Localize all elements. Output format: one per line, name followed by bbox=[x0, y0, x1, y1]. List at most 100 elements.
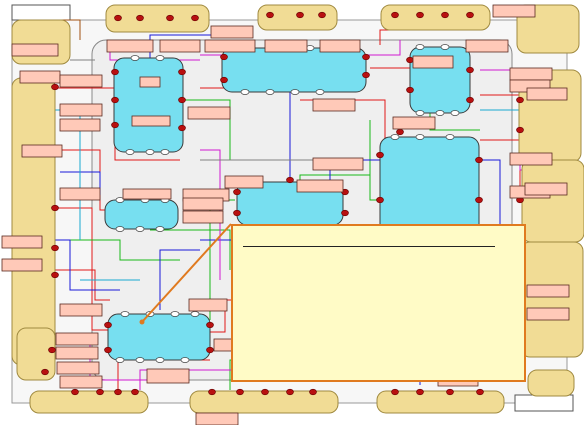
label-box-23 bbox=[296, 179, 344, 193]
label-box-1 bbox=[11, 43, 59, 57]
connector-55 bbox=[233, 188, 241, 196]
connector-46 bbox=[362, 71, 370, 79]
label-box-26 bbox=[392, 116, 436, 130]
connector-20 bbox=[96, 388, 104, 396]
pad-group-1 bbox=[105, 4, 210, 33]
connector-32 bbox=[516, 96, 524, 104]
connector-58 bbox=[341, 209, 349, 217]
label-box-40 bbox=[55, 332, 99, 346]
connector-29 bbox=[416, 388, 424, 396]
terminal-20 bbox=[415, 134, 425, 140]
label-box-47 bbox=[195, 412, 239, 425]
block-2 bbox=[221, 47, 367, 93]
label-box-6 bbox=[319, 39, 361, 53]
pad-group-5 bbox=[11, 19, 71, 65]
terminal-38 bbox=[190, 311, 200, 317]
terminal-2 bbox=[145, 149, 155, 155]
connector-22 bbox=[131, 388, 139, 396]
pad-group-3 bbox=[380, 4, 491, 31]
terminal-1 bbox=[125, 149, 135, 155]
connector-53 bbox=[475, 156, 483, 164]
connector-17 bbox=[48, 346, 56, 354]
connector-9 bbox=[416, 11, 424, 19]
terminal-37 bbox=[170, 311, 180, 317]
wire-23 bbox=[60, 171, 101, 195]
label-box-9 bbox=[19, 70, 61, 84]
connector-54 bbox=[475, 196, 483, 204]
pad-group-12 bbox=[29, 390, 149, 414]
label-box-17 bbox=[59, 187, 101, 201]
label-box-14 bbox=[187, 106, 231, 120]
connector-15 bbox=[51, 244, 59, 252]
terminal-31 bbox=[115, 357, 125, 363]
terminal-3 bbox=[160, 149, 170, 155]
block-1 bbox=[113, 57, 184, 153]
connector-26 bbox=[286, 388, 294, 396]
label-box-10 bbox=[59, 103, 103, 117]
label-box-5 bbox=[264, 39, 308, 53]
connector-7 bbox=[318, 11, 326, 19]
terminal-17 bbox=[415, 44, 425, 50]
connector-41 bbox=[178, 96, 186, 104]
connector-45 bbox=[362, 53, 370, 61]
connector-52 bbox=[376, 196, 384, 204]
wire-26 bbox=[480, 159, 501, 230]
wire-17 bbox=[150, 229, 231, 270]
label-box-32 bbox=[509, 152, 553, 166]
connector-50 bbox=[466, 96, 474, 104]
label-box-45 bbox=[188, 298, 228, 312]
label-box-3 bbox=[159, 39, 201, 53]
label-box-28 bbox=[465, 39, 509, 53]
terminal-19 bbox=[390, 134, 400, 140]
connector-60 bbox=[104, 346, 112, 354]
label-box-22 bbox=[224, 175, 264, 189]
terminal-32 bbox=[135, 357, 145, 363]
terminal-7 bbox=[265, 89, 275, 95]
connector-23 bbox=[208, 388, 216, 396]
label-box-44 bbox=[146, 368, 190, 384]
note-underline bbox=[243, 246, 495, 247]
block-4 bbox=[104, 199, 179, 230]
label-box-36 bbox=[526, 307, 570, 321]
connector-12 bbox=[51, 83, 59, 91]
terminal-15 bbox=[435, 110, 445, 116]
connector-47 bbox=[406, 56, 414, 64]
connector-51 bbox=[376, 151, 384, 159]
label-box-13 bbox=[131, 115, 171, 127]
terminal-8 bbox=[290, 89, 300, 95]
label-box-12 bbox=[59, 74, 103, 88]
connector-61 bbox=[206, 321, 214, 329]
connector-30 bbox=[446, 388, 454, 396]
terminal-33 bbox=[155, 357, 165, 363]
connector-3 bbox=[166, 14, 174, 22]
pad-group-14 bbox=[376, 390, 505, 414]
note-pointer-dot bbox=[139, 319, 145, 325]
connector-62 bbox=[206, 346, 214, 354]
label-box-7 bbox=[210, 25, 254, 39]
terminal-27 bbox=[155, 226, 165, 232]
wire-39 bbox=[60, 19, 81, 40]
label-box-20 bbox=[182, 197, 224, 211]
connector-59 bbox=[104, 321, 112, 329]
terminal-25 bbox=[115, 226, 125, 232]
terminal-6 bbox=[240, 89, 250, 95]
wire-20 bbox=[60, 239, 180, 261]
terminal-26 bbox=[135, 226, 145, 232]
terminal-28 bbox=[115, 197, 125, 203]
connector-56 bbox=[233, 209, 241, 217]
annotation-note[interactable] bbox=[231, 224, 526, 382]
label-box-15 bbox=[139, 76, 161, 88]
wire-28 bbox=[159, 249, 200, 310]
wire-33 bbox=[139, 369, 250, 390]
connector-10 bbox=[441, 11, 449, 19]
connector-38 bbox=[111, 96, 119, 104]
label-box-16 bbox=[21, 144, 63, 158]
connector-65 bbox=[396, 128, 404, 136]
terminal-16 bbox=[450, 110, 460, 116]
label-box-11 bbox=[59, 118, 101, 132]
label-box-37 bbox=[1, 235, 43, 249]
label-box-34 bbox=[524, 182, 568, 196]
label-box-31 bbox=[526, 87, 568, 101]
